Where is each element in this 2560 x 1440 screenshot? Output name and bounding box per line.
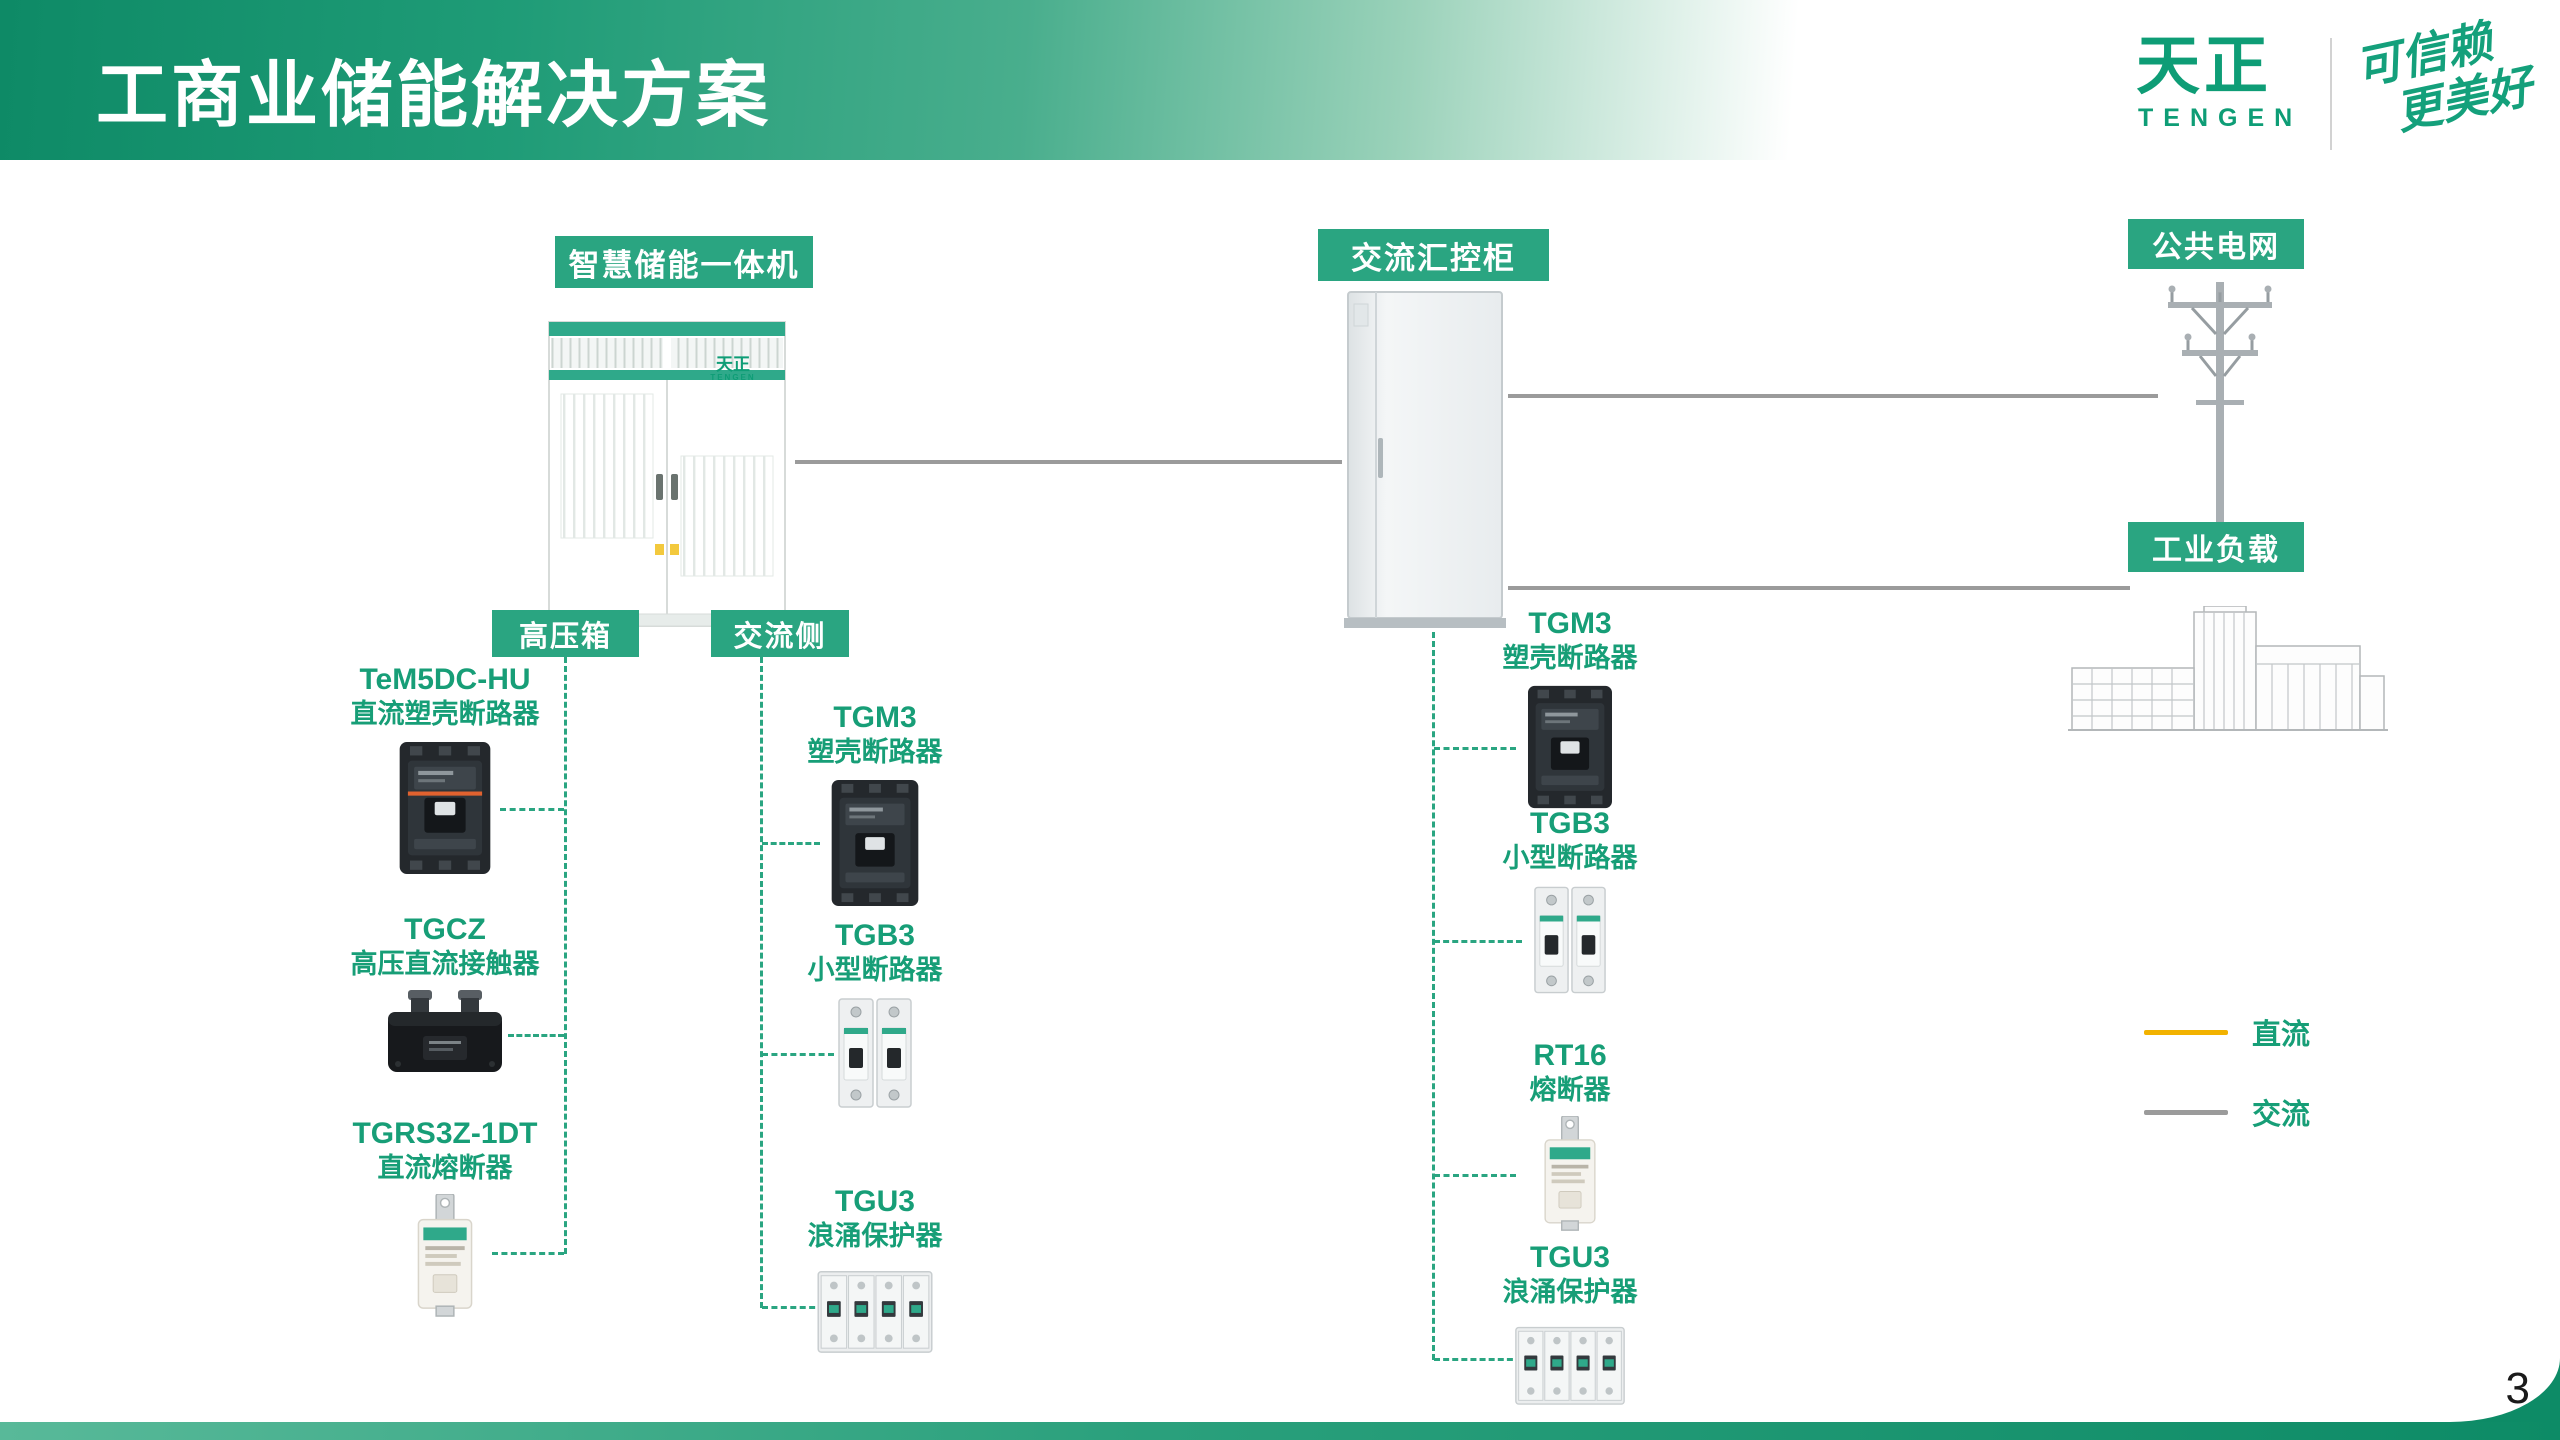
mcb-image [1533,884,1607,996]
product-acside-tgm3: TGM3 塑壳断路器 [765,700,985,908]
storage-brand-sub: TENGEN [710,373,756,382]
ac-line-swatch [2144,1109,2228,1115]
dc-fuse-image [402,1194,488,1318]
product-name: 浪涌保护器 [1502,1277,1638,1307]
badge-ac-side: 交流侧 [711,610,849,657]
spd-image [816,1262,934,1356]
tengen-logo-sub: TENGEN [2138,104,2303,132]
header-band [0,0,2560,160]
dashed-connector-hv-2 [508,1034,564,1037]
logo-divider [2330,38,2332,150]
legend-label-dc: 直流 [2252,1019,2311,1051]
dashed-connector-hv-vertical [564,657,567,1254]
tengen-logo: 天正 [2136,30,2272,102]
storage-brand-wordmark: 天正 [716,355,750,374]
product-name: 直流熔断器 [377,1153,513,1183]
product-model: TGU3 [834,1185,915,1218]
product-model: TGRS3Z-1DT [352,1117,538,1150]
mcb-image [837,996,913,1110]
product-acside-tgu3: TGU3 浪涌保护器 [765,1184,985,1356]
dashed-connector-hv-3 [492,1252,564,1255]
product-name: 小型断路器 [807,955,943,985]
legend-item-dc: 直流 [2144,1014,2311,1051]
badge-ac-cabinet: 交流汇控柜 [1318,229,1549,281]
page-title: 工商业储能解决方案 [96,56,772,136]
dashed-connector-acside-2 [762,1053,834,1056]
product-name: 高压直流接触器 [350,949,540,979]
mccb-image [1522,684,1618,810]
product-cabinet-tgb3: TGB3 小型断路器 [1460,806,1680,996]
product-tgcz: TGCZ 高压直流接触器 [315,912,575,1078]
product-name: 塑壳断路器 [1502,643,1638,673]
spd-image [1514,1318,1626,1408]
badge-load: 工业负载 [2128,522,2304,572]
page-number: 3 [2505,1364,2530,1413]
badge-hv-box: 高压箱 [492,610,639,657]
product-tgrs3z-1dt: TGRS3Z-1DT 直流熔断器 [315,1116,575,1318]
bottom-bar [0,1422,2560,1440]
power-pole-icon [2152,272,2288,548]
product-model: TGM3 [1528,607,1612,640]
dashed-connector-acside-1 [762,842,820,845]
product-name: 直流塑壳断路器 [350,699,540,729]
dashed-connector-cabinet-3 [1434,1174,1516,1177]
product-cabinet-rt16: RT16 熔断器 [1460,1038,1680,1232]
fuse-image [1530,1116,1610,1232]
product-name: 浪涌保护器 [807,1221,943,1251]
product-name: 塑壳断路器 [807,737,943,767]
dashed-connector-cabinet-1 [1434,747,1516,750]
badge-grid: 公共电网 [2128,219,2304,269]
product-model: TGCZ [404,913,486,946]
badge-storage-unit: 智慧储能一体机 [555,236,813,288]
ac-cabinet-image [1342,288,1508,632]
product-model: TeM5DC-HU [359,663,531,696]
legend-label-ac: 交流 [2252,1099,2311,1131]
product-cabinet-tgm3: TGM3 塑壳断路器 [1460,606,1680,810]
dashed-connector-cabinet-vertical [1432,632,1435,1360]
ac-line-cabinet-to-load [1508,586,2130,590]
product-name: 小型断路器 [1502,843,1638,873]
product-tem5dc-hu: TeM5DC-HU 直流塑壳断路器 [315,662,575,876]
dashed-connector-acside-vertical [760,657,763,1308]
dashed-connector-hv-1 [500,808,564,811]
mccb-image [825,778,925,908]
product-acside-tgb3: TGB3 小型断路器 [765,918,985,1110]
industrial-building-icon [2066,606,2390,738]
product-name: 熔断器 [1529,1075,1611,1105]
product-model: RT16 [1533,1039,1607,1072]
dashed-connector-cabinet-2 [1434,940,1522,943]
dashed-connector-cabinet-4 [1434,1358,1522,1361]
product-model: TGB3 [834,919,915,952]
legend-item-ac: 交流 [2144,1094,2311,1131]
product-model: TGM3 [833,701,917,734]
product-model: TGB3 [1529,807,1610,840]
dc-line-swatch [2144,1029,2228,1035]
dc-mccb-image [393,740,497,876]
legend: 直流 交流 [2144,1014,2310,1174]
storage-cabinet-brand: 天正 TENGEN [688,356,778,382]
dashed-connector-acside-3 [762,1306,834,1309]
dc-contactor-image [384,990,506,1078]
product-cabinet-tgu3: TGU3 浪涌保护器 [1460,1240,1680,1408]
product-model: TGU3 [1529,1241,1610,1274]
ac-line-cabinet-to-grid [1508,394,2158,398]
ac-line-storage-to-cabinet [795,460,1342,464]
